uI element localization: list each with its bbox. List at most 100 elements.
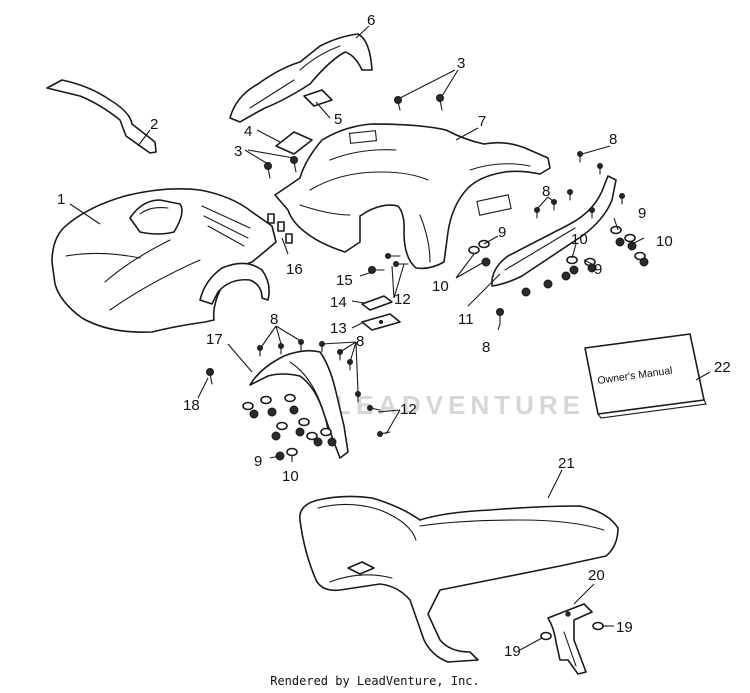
- washer[interactable]: [592, 621, 604, 631]
- washer[interactable]: [242, 401, 254, 411]
- nut[interactable]: [521, 287, 531, 297]
- callout-14: 14: [330, 294, 347, 311]
- part-22-owners-manual[interactable]: Owner's Manual: [584, 333, 707, 419]
- part-14-pad[interactable]: [361, 295, 393, 311]
- callout-3: 3: [457, 55, 465, 72]
- screw[interactable]: [567, 189, 573, 201]
- screw[interactable]: [377, 431, 391, 437]
- washers-group: [242, 225, 649, 641]
- callout-10: 10: [656, 233, 673, 250]
- part-13-pad[interactable]: [361, 313, 401, 331]
- washer[interactable]: [260, 395, 272, 405]
- nut[interactable]: [615, 237, 625, 247]
- washer[interactable]: [610, 225, 622, 235]
- callout-8: 8: [609, 131, 617, 148]
- screw[interactable]: [264, 162, 272, 179]
- nut[interactable]: [249, 409, 259, 419]
- screw[interactable]: [319, 341, 325, 353]
- nut[interactable]: [267, 407, 277, 417]
- screw[interactable]: [278, 343, 284, 355]
- nut[interactable]: [561, 271, 571, 281]
- screw[interactable]: [577, 151, 583, 163]
- washer[interactable]: [320, 427, 332, 437]
- render-credit: Rendered by LeadVenture, Inc.: [270, 674, 480, 688]
- screw[interactable]: [367, 405, 381, 411]
- nut[interactable]: [289, 405, 299, 415]
- callout-20: 20: [588, 567, 605, 584]
- callout-1: 1: [57, 191, 65, 208]
- callout-7: 7: [478, 113, 486, 130]
- nut[interactable]: [569, 265, 579, 275]
- nut[interactable]: [313, 437, 323, 447]
- nut[interactable]: [271, 431, 281, 441]
- screw[interactable]: [394, 96, 402, 111]
- callout-8: 8: [482, 339, 490, 356]
- part-11-side-panel[interactable]: [491, 175, 617, 287]
- nut[interactable]: [627, 241, 637, 251]
- leader-lines: [69, 25, 711, 651]
- callout-9: 9: [594, 261, 602, 278]
- callout-8: 8: [270, 311, 278, 328]
- part-17-mudguard[interactable]: [249, 349, 349, 459]
- washer[interactable]: [468, 245, 480, 255]
- screw[interactable]: [496, 308, 504, 325]
- washer[interactable]: [284, 393, 296, 403]
- callout-21: 21: [558, 455, 575, 472]
- washer[interactable]: [306, 431, 318, 441]
- callout-10: 10: [282, 468, 299, 485]
- screw[interactable]: [597, 163, 603, 175]
- washer[interactable]: [540, 631, 552, 641]
- callout-13: 13: [330, 320, 347, 337]
- screw[interactable]: [257, 345, 263, 357]
- callout-8: 8: [356, 333, 364, 350]
- callout-6: 6: [367, 12, 375, 29]
- callout-19: 19: [504, 643, 521, 660]
- callout-10: 10: [571, 231, 588, 248]
- nut[interactable]: [481, 257, 491, 267]
- callout-12: 12: [400, 401, 417, 418]
- part-7-rear-fender[interactable]: [274, 123, 551, 270]
- washer[interactable]: [624, 233, 636, 243]
- washer[interactable]: [276, 421, 288, 431]
- screw[interactable]: [393, 261, 409, 267]
- screw[interactable]: [298, 339, 304, 351]
- nut[interactable]: [639, 257, 649, 267]
- screw[interactable]: [534, 207, 540, 219]
- screw[interactable]: [385, 253, 401, 259]
- callout-11: 11: [458, 311, 474, 328]
- callout-15: 15: [336, 272, 353, 289]
- callout-10: 10: [432, 278, 449, 295]
- washer[interactable]: [286, 447, 298, 457]
- part-6-panel[interactable]: [229, 33, 373, 123]
- part-21-seat[interactable]: [299, 495, 619, 663]
- part-1-front-fender[interactable]: [51, 188, 277, 334]
- callout-18: 18: [183, 397, 200, 414]
- part-2-bracket[interactable]: [46, 79, 157, 154]
- part-16-clip[interactable]: [267, 213, 293, 244]
- screw[interactable]: [290, 156, 298, 173]
- callout-19: 19: [616, 619, 633, 636]
- screw[interactable]: [619, 193, 625, 205]
- callout-3: 3: [234, 143, 242, 160]
- nut[interactable]: [327, 437, 337, 447]
- callouts: 1 2 3 3 4 5 6 7 8 8 8 8 8 9 9 9 9 10 10 …: [57, 12, 731, 660]
- screw[interactable]: [436, 94, 444, 111]
- callout-16: 16: [286, 261, 303, 278]
- screw[interactable]: [368, 266, 385, 274]
- callout-9: 9: [638, 205, 646, 222]
- nut[interactable]: [543, 279, 553, 289]
- callout-22: 22: [714, 359, 731, 376]
- callout-9: 9: [498, 224, 506, 241]
- callout-4: 4: [244, 123, 252, 140]
- screw[interactable]: [589, 207, 595, 219]
- washer[interactable]: [634, 251, 646, 261]
- washer[interactable]: [298, 417, 310, 427]
- screw[interactable]: [206, 368, 214, 385]
- part-5-bracket[interactable]: [303, 89, 333, 107]
- part-20-latch[interactable]: [547, 603, 593, 675]
- part-4-bracket[interactable]: [275, 131, 313, 155]
- watermark-text: LEADVENTURE: [335, 390, 585, 420]
- nut[interactable]: [295, 427, 305, 437]
- screws-group: [206, 94, 625, 437]
